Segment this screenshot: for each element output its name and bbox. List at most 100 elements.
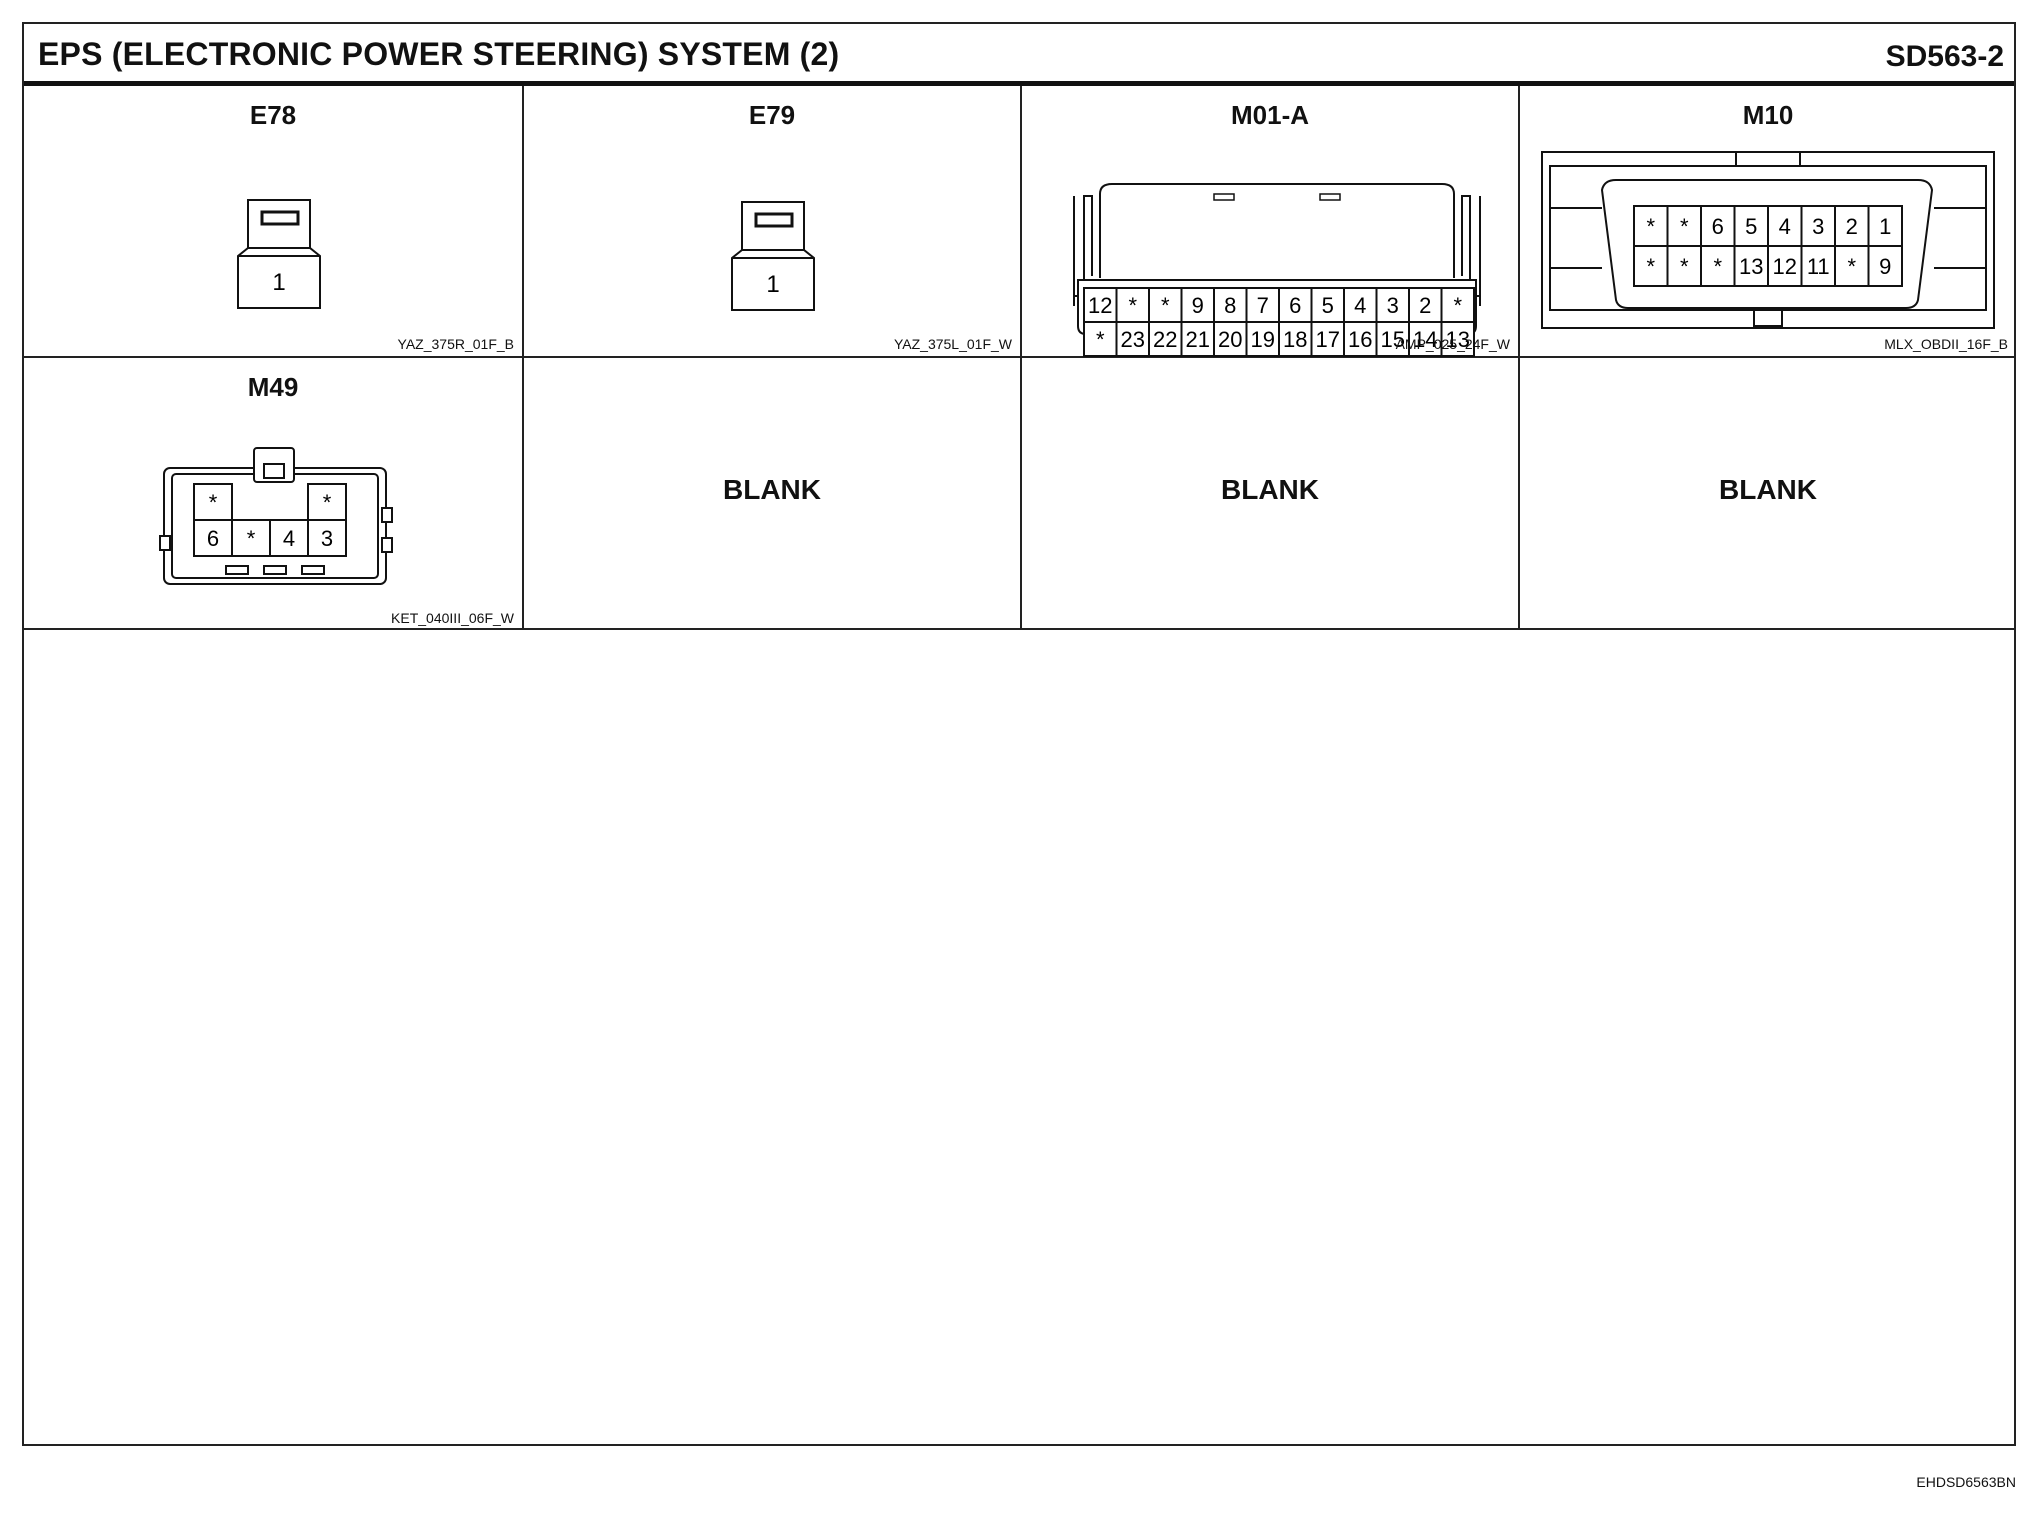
pin-label: 19 — [1251, 327, 1275, 352]
latch-slot — [754, 212, 794, 228]
pin-label: 3 — [321, 526, 333, 551]
pin-cell — [1408, 321, 1443, 357]
pin-label: 15 — [1381, 327, 1405, 352]
pin-cell — [1115, 287, 1150, 323]
pin-cell — [1867, 245, 1903, 287]
pin-cell — [1800, 245, 1836, 287]
pin-cell — [1834, 245, 1870, 287]
part-number: AMP_025_24F_W — [1395, 336, 1510, 352]
connector-m49-drawing: * * 6 * 4 3 — [159, 447, 393, 585]
blank-label: BLANK — [1719, 474, 1817, 505]
connector-label: M01-A — [1230, 100, 1309, 130]
pin-label: 5 — [1322, 293, 1334, 318]
connector-e79-drawing: 1 — [731, 201, 815, 311]
pin-cell — [307, 483, 347, 521]
pin-label: * — [323, 490, 332, 515]
pin-label: * — [1453, 293, 1462, 318]
pin-cell — [1310, 287, 1345, 323]
pin-cell — [1666, 245, 1702, 287]
connector-grid: E78 1 YAZ_375R_01F_B E79 1 YAZ_375L_01F_… — [24, 86, 2016, 630]
pin-label: 5 — [1745, 214, 1757, 239]
diagram-sheet: EPS (ELECTRONIC POWER STEERING) SYSTEM (… — [22, 22, 2016, 1446]
part-number: YAZ_375R_01F_B — [397, 336, 514, 352]
connector-label: E78 — [249, 100, 297, 130]
pin-cell — [307, 519, 347, 557]
connector-e78-drawing: 1 — [237, 199, 321, 309]
cell-e79: E79 1 YAZ_375L_01F_W — [524, 86, 1022, 358]
pin-label: 14 — [1413, 327, 1437, 352]
pin-label: 21 — [1186, 327, 1210, 352]
cell-blank-3: BLANK — [1520, 358, 2016, 630]
cell-blank-1: BLANK — [524, 358, 1022, 630]
pin-label: 3 — [1812, 214, 1824, 239]
connector-label: M10 — [1742, 100, 1794, 130]
pin-cell — [1440, 287, 1475, 323]
pin-label: 8 — [1224, 293, 1236, 318]
page-code: SD563-2 — [1885, 40, 2004, 73]
pin-label: 4 — [283, 526, 295, 551]
pin-cell — [1440, 321, 1475, 357]
pin-label: 20 — [1218, 327, 1242, 352]
pin-cell — [231, 519, 271, 557]
pin-label: 6 — [207, 526, 219, 551]
pin-label: 11 — [1807, 254, 1830, 279]
pin-label: * — [247, 526, 256, 551]
blank-label: BLANK — [1221, 474, 1319, 505]
pin-cell — [1867, 205, 1903, 247]
pin-cell — [1180, 287, 1215, 323]
pin-label: 3 — [1387, 293, 1399, 318]
pin-label: 9 — [1192, 293, 1204, 318]
pin-label: * — [1161, 293, 1170, 318]
pin-label: 2 — [1419, 293, 1431, 318]
blank-label: BLANK — [723, 474, 821, 505]
pin-cell — [193, 483, 233, 521]
pin-cell — [1180, 321, 1215, 357]
pin-label: 1 — [272, 269, 285, 296]
pin-label: * — [209, 490, 218, 515]
pin-label: 13 — [1446, 327, 1470, 352]
pin-label: 12 — [1088, 293, 1112, 318]
pin-cell — [1633, 245, 1669, 287]
cell-e78: E78 1 YAZ_375R_01F_B — [24, 86, 524, 358]
connector-label: M49 — [247, 372, 299, 402]
pin-label: * — [1096, 327, 1105, 352]
connector-label: E79 — [748, 100, 796, 130]
pin-cell — [1375, 321, 1410, 357]
pin-label: 2 — [1846, 214, 1858, 239]
pin-cell — [269, 519, 309, 557]
pin-label: 9 — [1879, 254, 1891, 279]
cell-m49: M49 * * 6 * 4 3 KET_040III_06F_W — [24, 358, 524, 630]
pin-label: 23 — [1121, 327, 1145, 352]
pin-cell — [1733, 245, 1769, 287]
pin-cell — [1700, 245, 1736, 287]
pin-cell — [1213, 321, 1248, 357]
pin-label: 1 — [1879, 214, 1891, 239]
pin-label: 6 — [1289, 293, 1301, 318]
pin-cell — [1278, 287, 1313, 323]
pin-label: * — [1680, 214, 1689, 239]
pin-cell — [193, 519, 233, 557]
page-title: EPS (ELECTRONIC POWER STEERING) SYSTEM (… — [38, 36, 840, 72]
pin-label: * — [1680, 254, 1689, 279]
pin-label: 6 — [1712, 214, 1724, 239]
pin-cell — [1834, 205, 1870, 247]
cell-blank-2: BLANK — [1022, 358, 1520, 630]
pin-label: 4 — [1354, 293, 1366, 318]
part-number: YAZ_375L_01F_W — [893, 336, 1012, 352]
pin-label: 18 — [1283, 327, 1307, 352]
pin-label: 12 — [1773, 254, 1797, 279]
pin-cell — [1245, 321, 1280, 357]
part-number: KET_040III_06F_W — [391, 610, 514, 626]
connector-hood — [1099, 183, 1455, 278]
pin-label: 16 — [1348, 327, 1372, 352]
pin-label: 22 — [1153, 327, 1177, 352]
pin-label: 1 — [766, 271, 779, 298]
footer-code: EHDSD6563BN — [1916, 1474, 2016, 1490]
pin-label: 7 — [1257, 293, 1269, 318]
title-bar: EPS (ELECTRONIC POWER STEERING) SYSTEM (… — [24, 24, 2014, 86]
latch-slot — [260, 210, 300, 226]
